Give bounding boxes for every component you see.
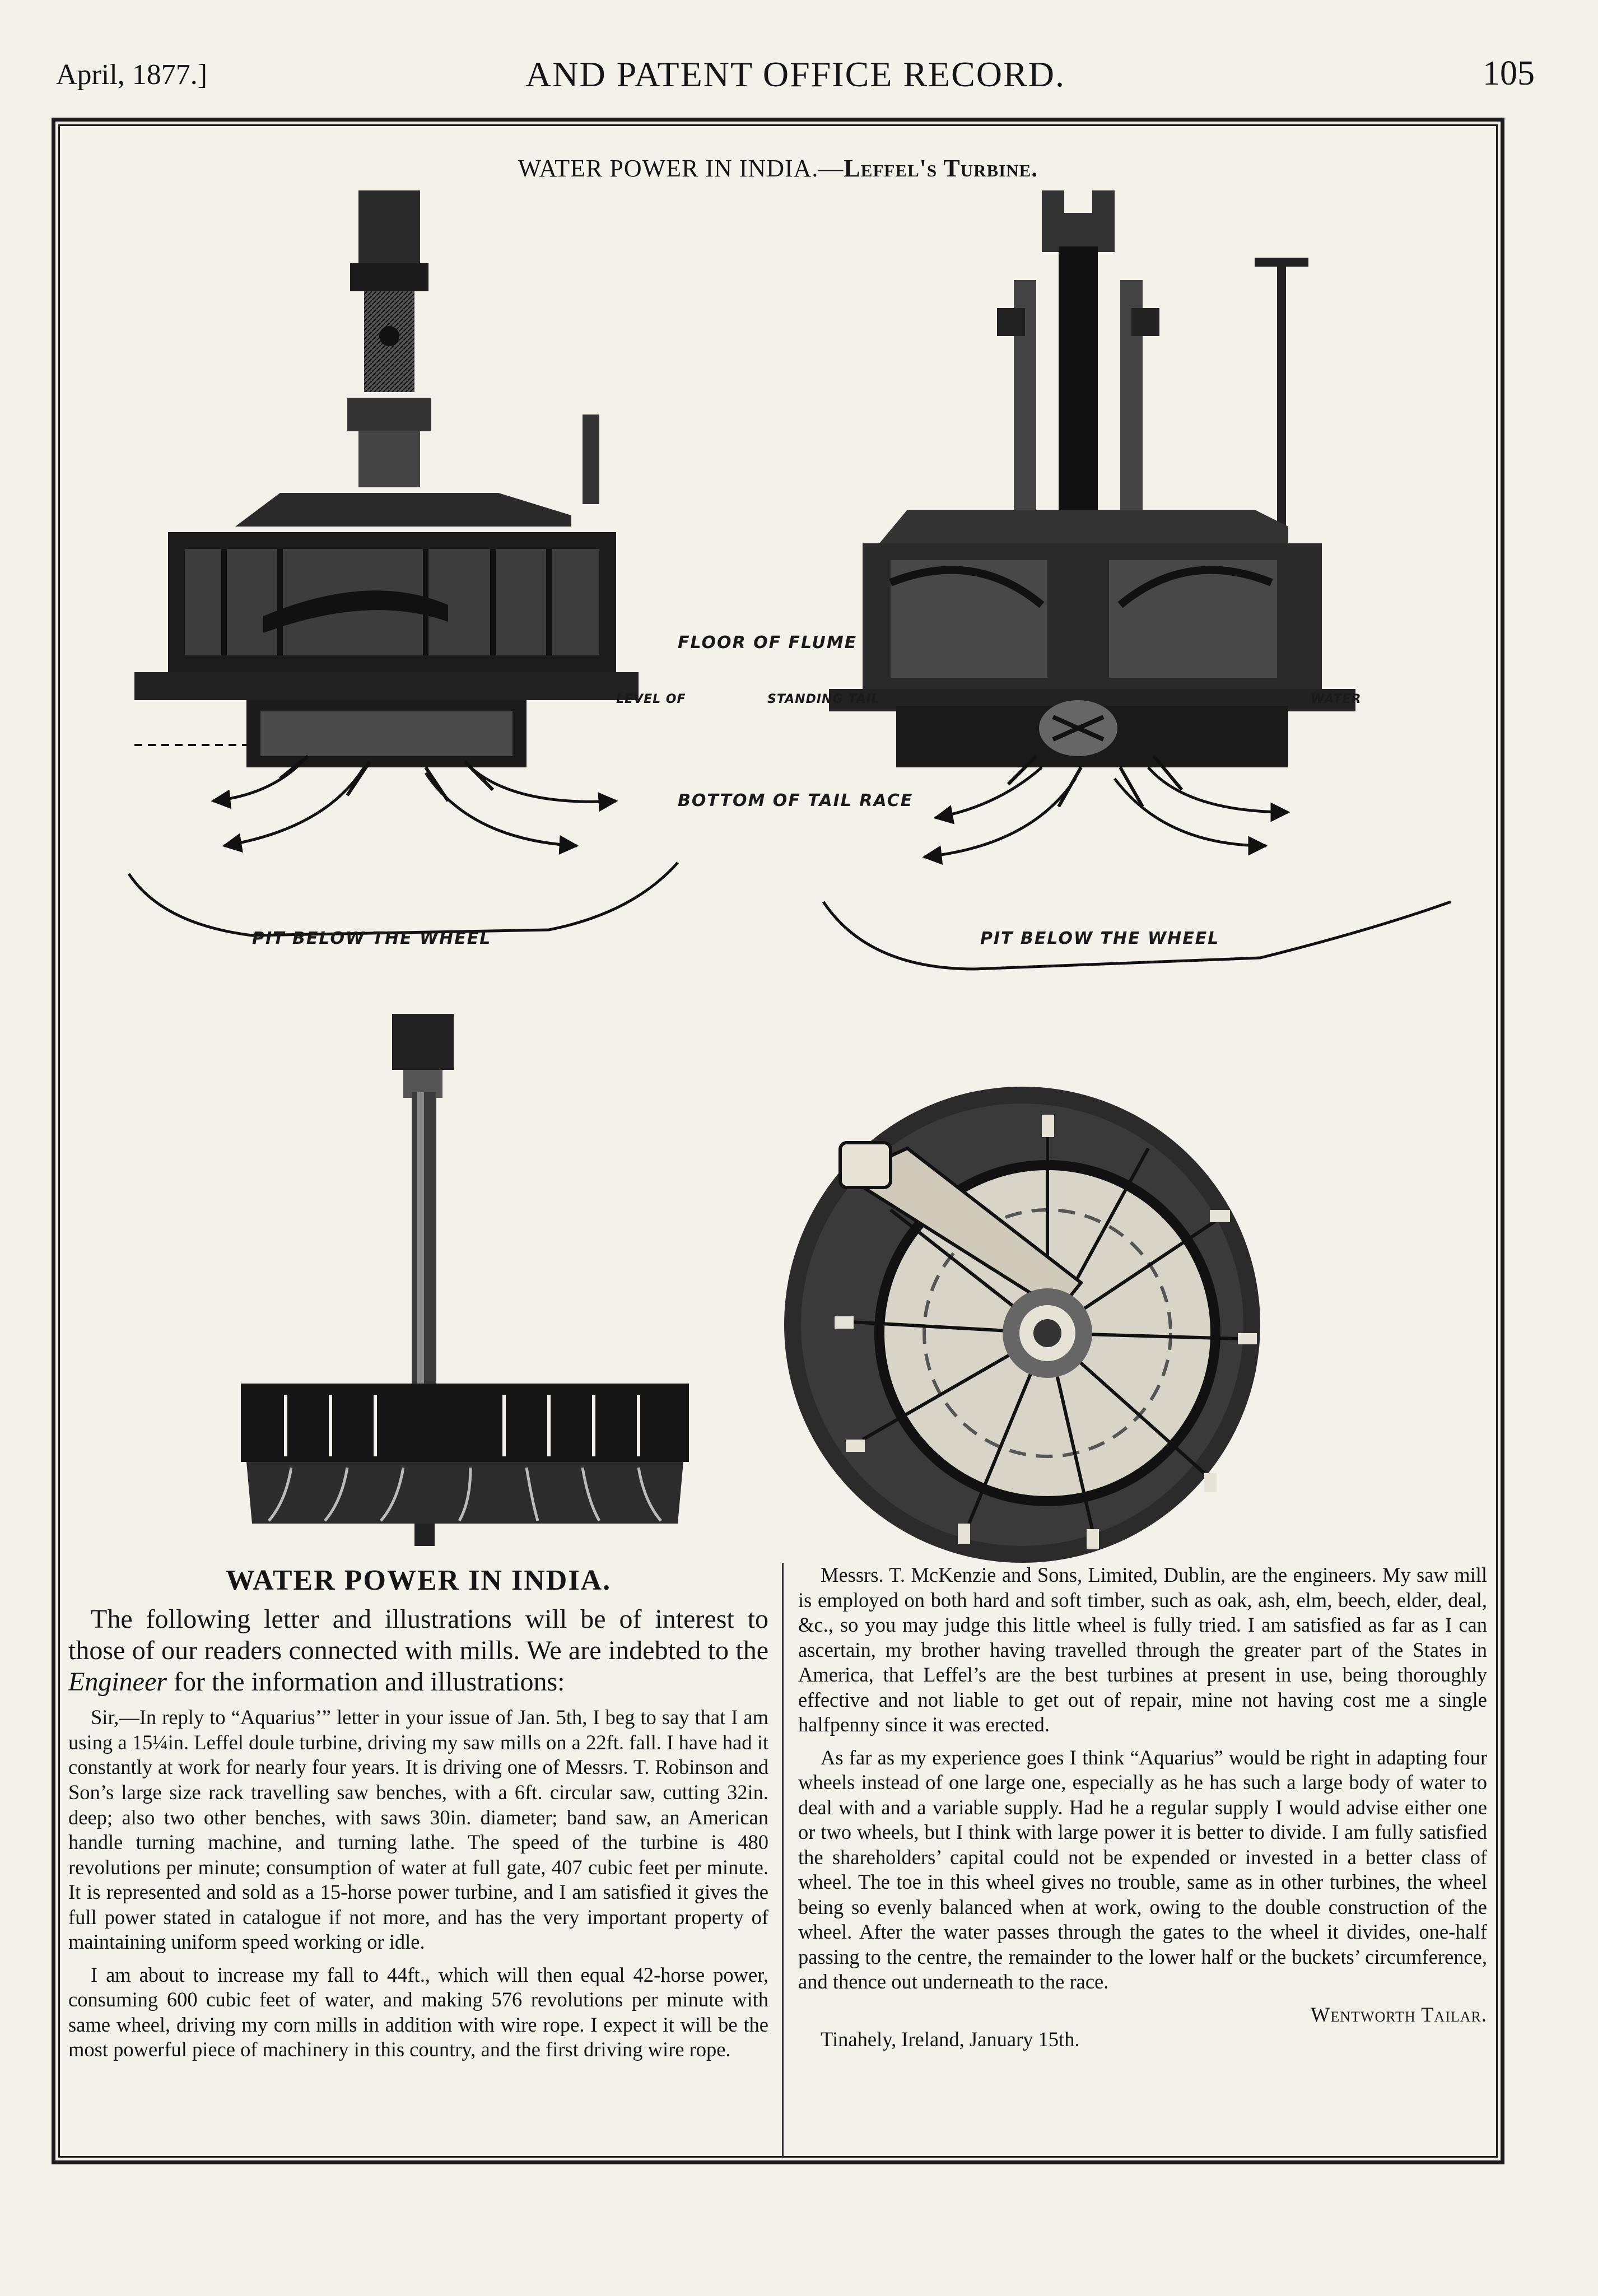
turbine-elevation-illustration — [134, 179, 639, 795]
letter-paragraph-3: Messrs. T. McKenzie and Sons, Limited, D… — [798, 1563, 1487, 1736]
label-level-of: LEVEL OF — [616, 692, 686, 706]
label-pit-below-wheel-right: PIT BELOW THE WHEEL — [980, 929, 1220, 948]
column-divider — [782, 1563, 784, 2157]
signature-row: Wentworth Tailar. — [798, 2002, 1487, 2028]
article-left-column: WATER POWER IN INDIA. The following lett… — [68, 1563, 768, 2070]
figure-caption: WATER POWER IN INDIA.—Leffel's Turbine. — [518, 155, 1038, 182]
label-pit-below-wheel-left: PIT BELOW THE WHEEL — [252, 929, 492, 948]
label-floor-of-flume: FLOOR OF FLUME — [678, 633, 858, 653]
running-head: April, 1877.] AND PATENT OFFICE RECORD. … — [56, 54, 1535, 104]
letter-paragraph-1: Sir,—In reply to “Aquarius’” letter in y… — [68, 1706, 768, 1954]
turbine-wheel-plan-illustration — [779, 1081, 1266, 1568]
signature: Wentworth Tailar. — [1310, 2002, 1487, 2026]
label-water: WATER — [1311, 692, 1362, 706]
page-number: 105 — [1483, 54, 1535, 92]
letter-place-date: Tinahely, Ireland, January 15th. — [821, 2028, 1080, 2051]
article-intro: The following letter and illustrations w… — [68, 1604, 768, 1697]
turbine-section-illustration — [829, 179, 1355, 795]
article-right-column: Messrs. T. McKenzie and Sons, Limited, D… — [798, 1563, 1487, 2060]
label-bottom-of-tail-race: BOTTOM OF TAIL RACE — [678, 791, 914, 811]
illustration-frame: WATER POWER IN INDIA.—Leffel's Turbine. — [52, 118, 1504, 2164]
label-standing-tail: STANDING TAIL — [767, 692, 880, 706]
flow-diagram — [112, 745, 1467, 1014]
issue-date: April, 1877.] — [56, 59, 208, 91]
journal-title: AND PATENT OFFICE RECORD. — [525, 54, 1065, 94]
turbine-runner-illustration — [235, 1008, 695, 1552]
letter-paragraph-4: As far as my experience goes I think “Aq… — [798, 1745, 1487, 1994]
letter-paragraph-2: I am about to increase my fall to 44ft.,… — [68, 1963, 768, 2061]
article-headline: WATER POWER IN INDIA. — [225, 1564, 612, 1596]
